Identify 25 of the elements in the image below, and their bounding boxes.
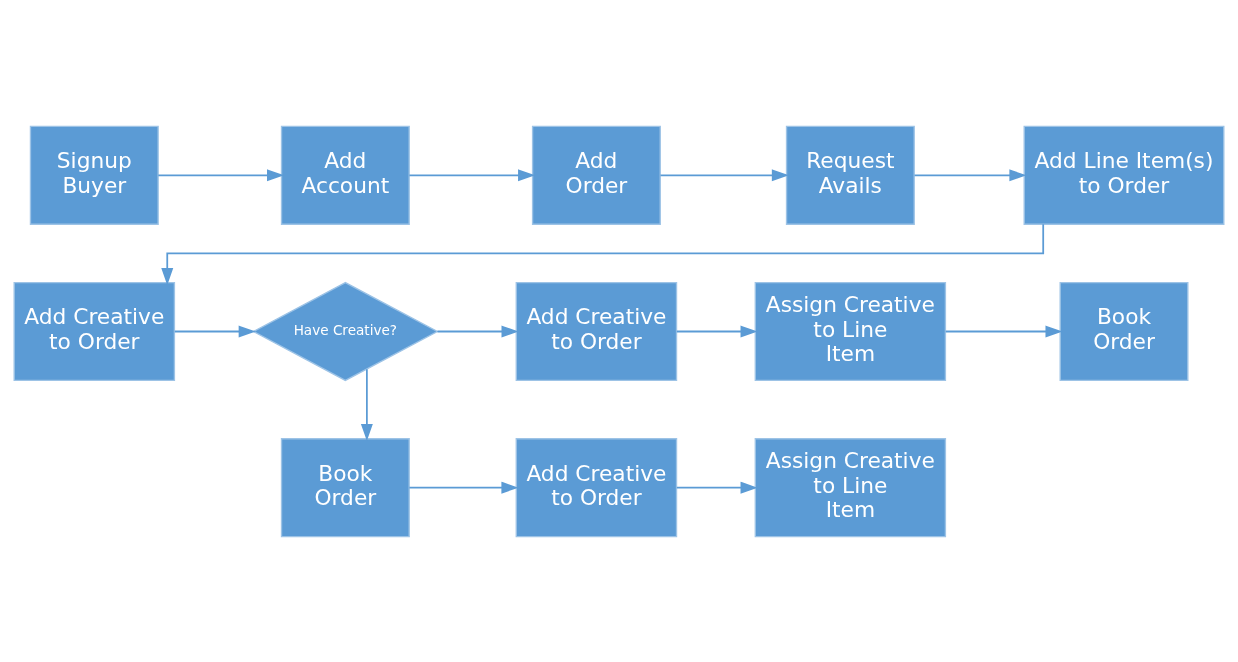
node-box: Add Account xyxy=(280,125,410,225)
node-box: Assign Creative to Line Item xyxy=(754,437,947,537)
node-box: Signup Buyer xyxy=(29,125,159,225)
arrow xyxy=(408,168,536,181)
arrow xyxy=(161,222,1045,285)
node-box: Book Order xyxy=(280,437,410,537)
arrow xyxy=(659,168,789,181)
arrow xyxy=(436,325,519,337)
node-box: Add Creative to Order xyxy=(515,437,678,537)
node-box: Request Avails xyxy=(785,125,915,225)
node-box: Add Line Item(s) to Order xyxy=(1023,125,1225,225)
arrow xyxy=(157,168,285,181)
node-box: Book Order xyxy=(1059,281,1189,381)
node-box: Add Creative to Order xyxy=(13,281,176,381)
arrow xyxy=(408,481,519,494)
node-box: Add Order xyxy=(531,125,661,225)
node-diamond: Have Creative? xyxy=(251,281,439,381)
arrow xyxy=(675,325,758,337)
arrow xyxy=(913,168,1027,181)
arrow xyxy=(173,325,256,337)
arrow xyxy=(944,325,1063,337)
node-box: Add Creative to Order xyxy=(515,281,678,381)
node-box: Assign Creative to Line Item xyxy=(754,281,947,381)
arrow xyxy=(675,481,758,494)
arrow xyxy=(360,367,373,441)
